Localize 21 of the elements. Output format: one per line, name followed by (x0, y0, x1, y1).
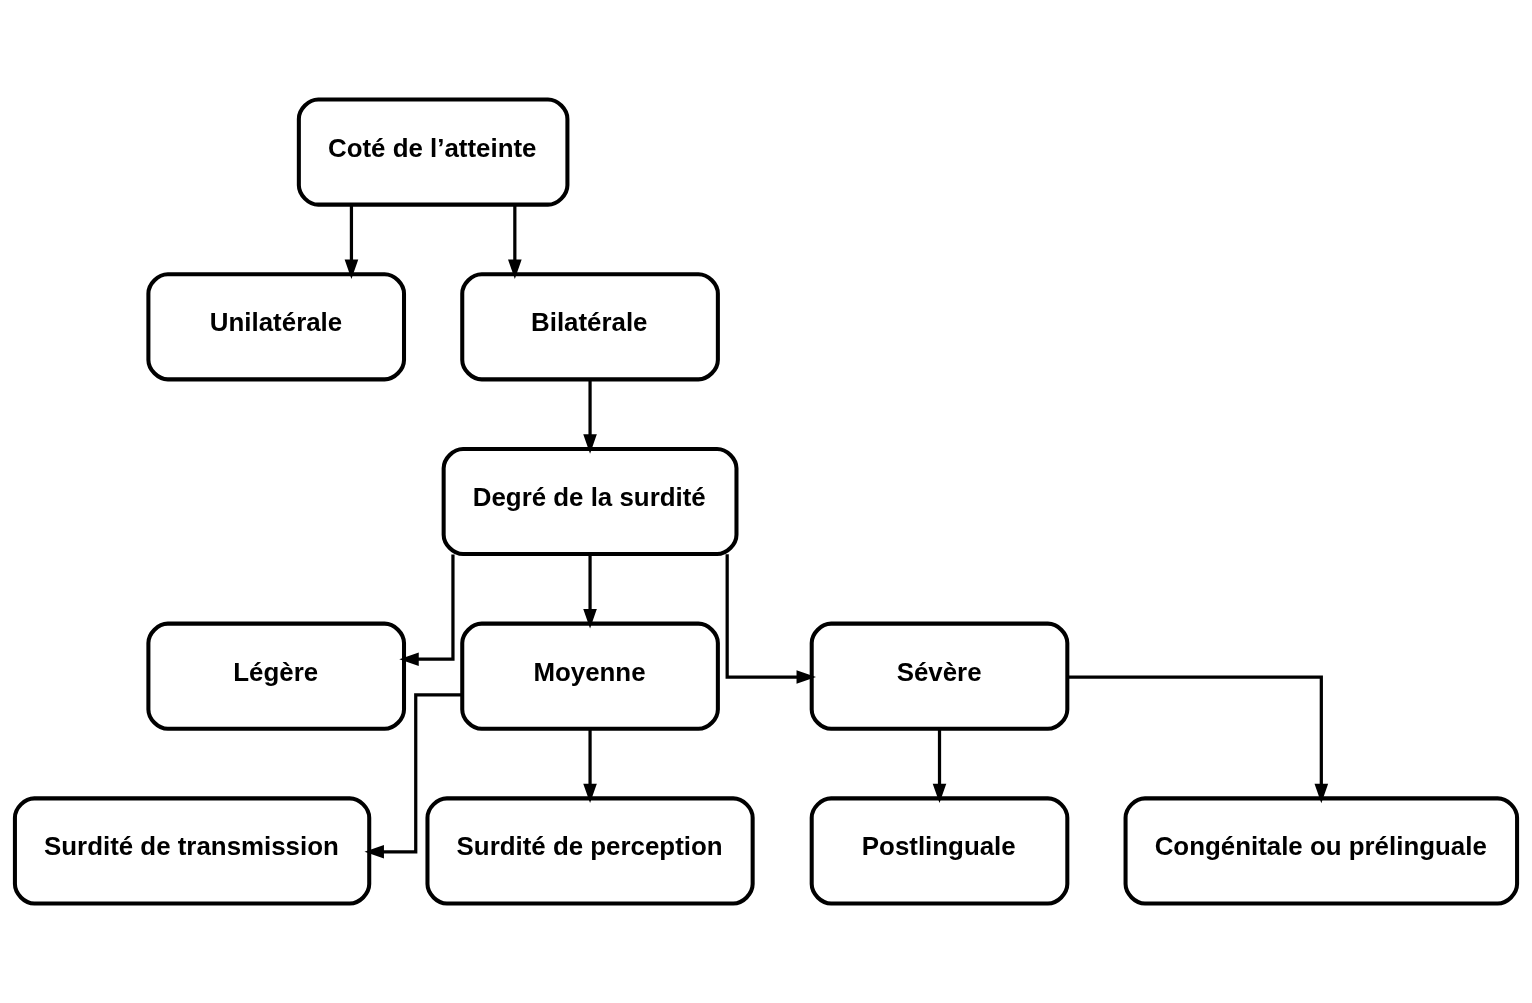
arrow (364, 693, 462, 859)
arrow (508, 204, 522, 279)
node-box: Postlinguale (809, 796, 1070, 906)
node-box: Moyenne (460, 621, 720, 731)
arrow (583, 379, 597, 454)
arrow (344, 204, 359, 279)
arrow (1067, 675, 1329, 804)
node-box: Degré de la surdité (441, 446, 739, 557)
node-box: Unilatérale (146, 272, 407, 382)
node-box: Sévère (809, 621, 1070, 731)
arrow (932, 729, 947, 804)
arrow (583, 554, 597, 629)
node-box: Surdité de transmission (12, 796, 372, 906)
node-box: Surdité de perception (425, 796, 755, 906)
arrow (583, 729, 597, 804)
node-box: Coté de l’atteinte (296, 97, 570, 207)
node-box: Bilatérale (460, 272, 720, 382)
node-box: Légère (146, 621, 407, 731)
arrow (725, 554, 816, 684)
arrow (399, 554, 455, 667)
node-box: Congénitale ou prélinguale (1123, 796, 1520, 906)
